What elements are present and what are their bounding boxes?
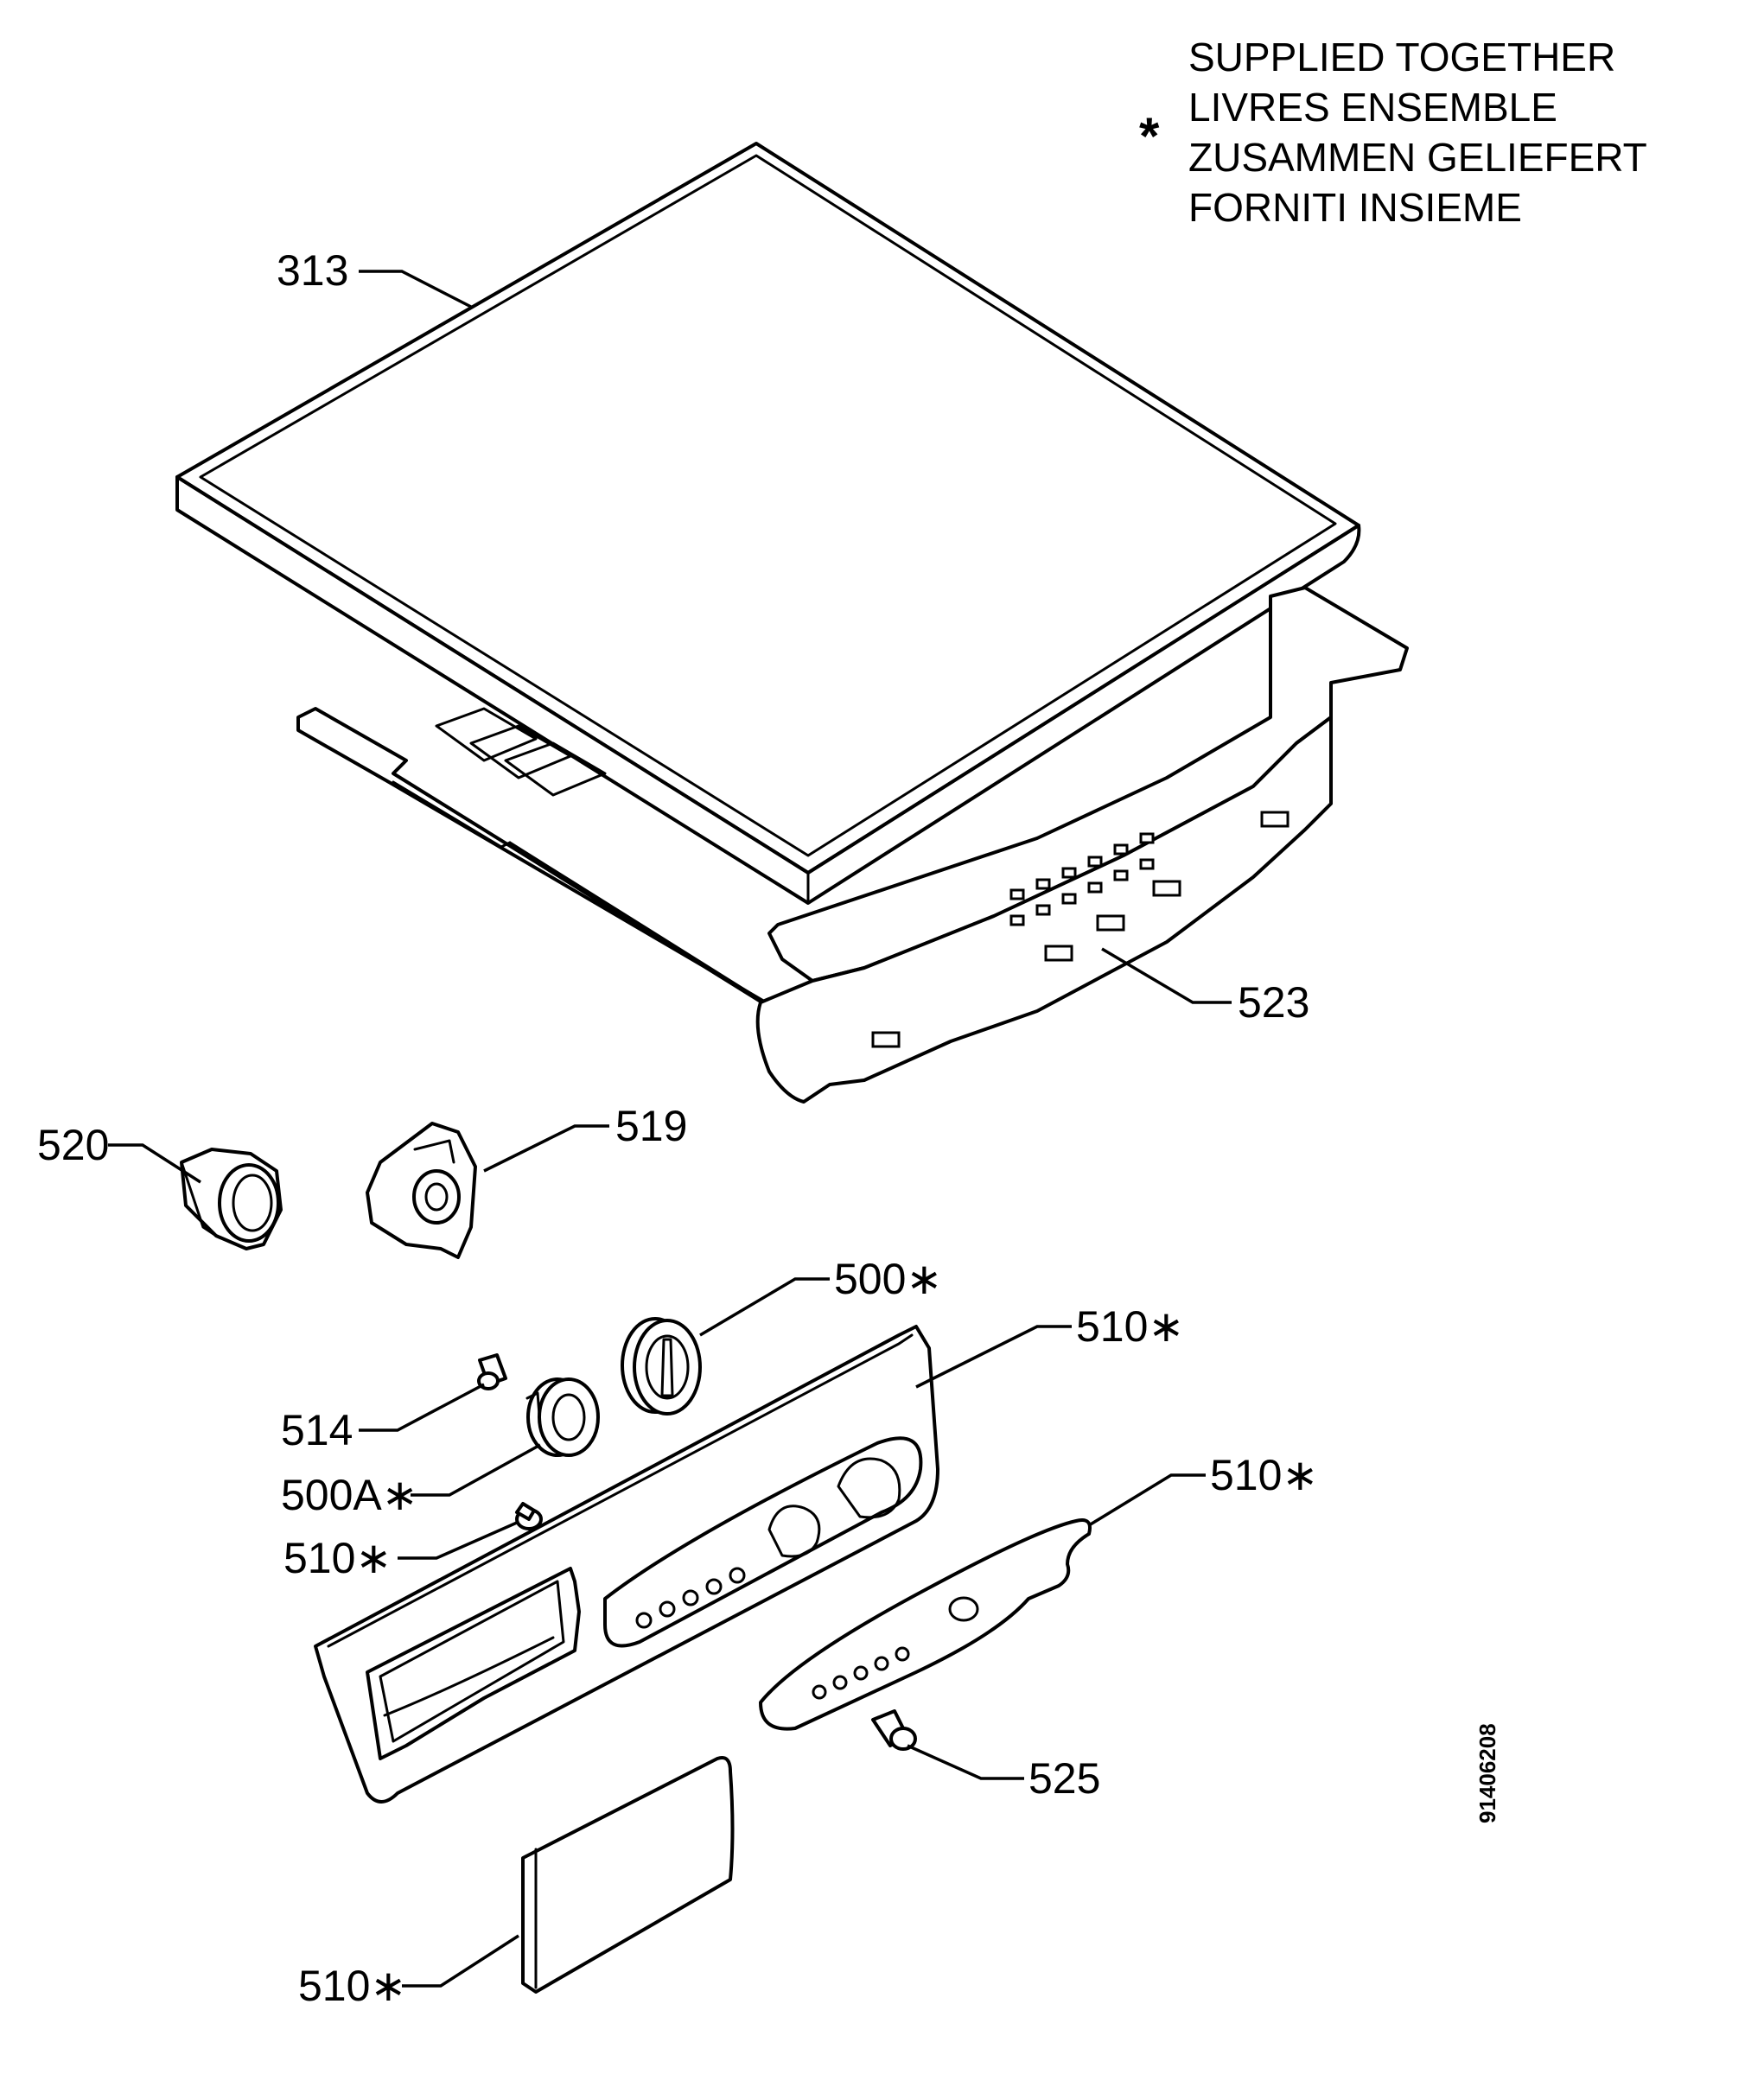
callout-514: 514 [281,1406,353,1454]
callout-500: 500∗ [834,1255,942,1303]
legend-line-german: ZUSAMMEN GELIEFERT [1188,135,1647,180]
control-panel-510 [314,1325,939,1804]
pin-510 [515,1502,543,1530]
leader-lines [108,270,1232,1988]
callout-500a: 500A∗ [281,1471,418,1519]
callout-labels: 313 523 520 519 500∗ 510∗ 514 500A∗ 510∗… [37,246,1318,2010]
legend-line-english: SUPPLIED TOGETHER [1188,35,1615,80]
callout-519: 519 [615,1102,687,1150]
overlay-panel-510 [759,1518,1092,1731]
legend-line-french: LIVRES ENSEMBLE [1188,85,1557,130]
callout-525: 525 [1028,1754,1100,1803]
legend: * SUPPLIED TOGETHER LIVRES ENSEMBLE ZUSA… [1139,35,1647,230]
knob-500a [525,1377,600,1457]
callout-313: 313 [277,246,348,295]
legend-asterisk: * [1139,107,1160,165]
legend-line-italian: FORNITI INSIEME [1188,185,1522,230]
callout-510-handle: 510∗ [298,1962,406,2010]
callout-510-panel: 510∗ [1076,1302,1184,1351]
dispenser-handle-510 [521,1756,735,1994]
top-cover-313 [175,142,1361,905]
document-number: 91406208 [1474,1723,1500,1823]
callout-520: 520 [37,1121,109,1169]
control-panel-frame-523 [296,586,1409,1104]
part-519 [366,1122,477,1259]
callout-523: 523 [1238,978,1309,1027]
callout-510-overlay: 510∗ [1210,1451,1318,1499]
knob-500 [621,1317,702,1416]
pin-525 [871,1709,917,1751]
callout-510-pin: 510∗ [283,1534,392,1582]
vent-holes [1009,832,1155,926]
part-520 [180,1148,283,1250]
